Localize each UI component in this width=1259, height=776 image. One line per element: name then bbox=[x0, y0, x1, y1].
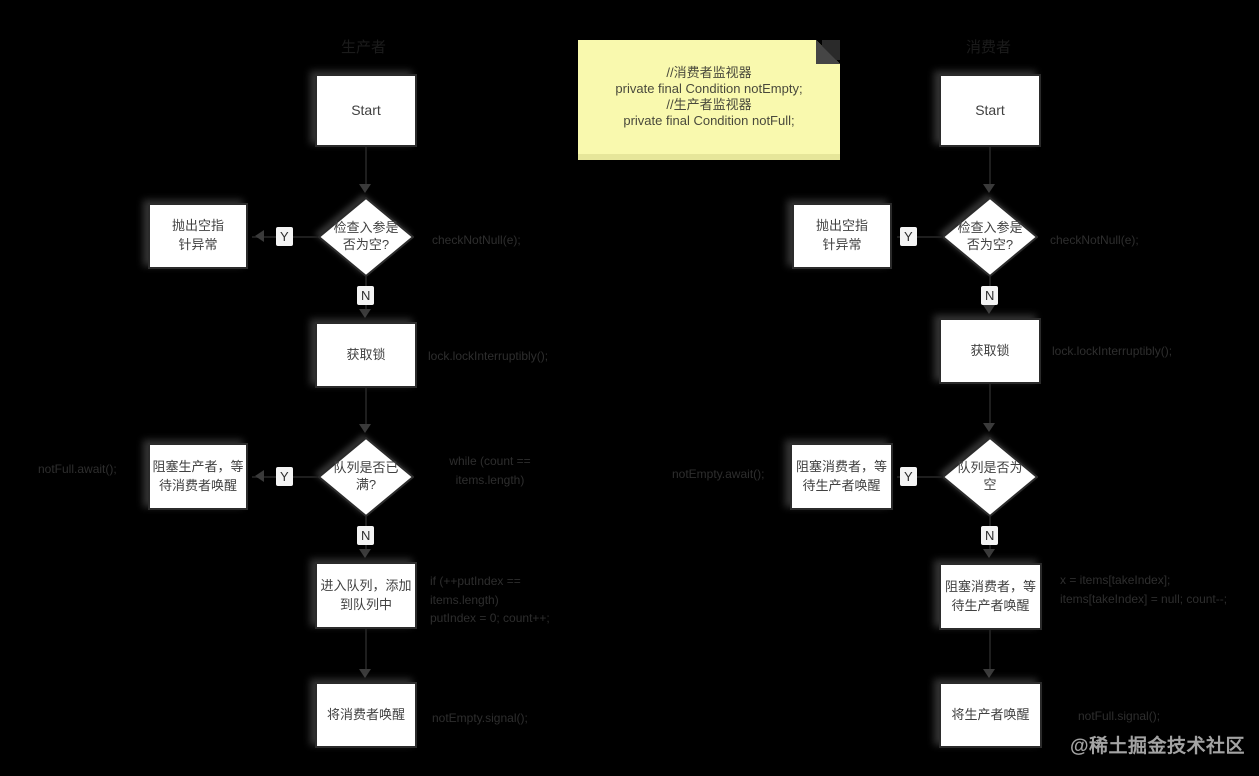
arrowhead-down-icon bbox=[359, 424, 371, 439]
consumer-flow-title: 消费者 bbox=[966, 39, 1012, 56]
connector-line bbox=[897, 236, 943, 238]
consumer-block-wait-node: 阻塞消费者，等待生产者唤醒 bbox=[790, 443, 893, 510]
annotation-queue-full: while (count == items.length) bbox=[449, 454, 531, 487]
annotation-check-param: checkNotNull(e); bbox=[1050, 233, 1139, 247]
decision-diamond-shape bbox=[318, 437, 414, 517]
edge-label-yes: Y bbox=[900, 467, 917, 486]
producer-block-wait-node: 阻塞生产者，等待消费者唤醒 bbox=[148, 443, 248, 510]
edge-label-no: N bbox=[357, 286, 375, 305]
consumer-throw-npe-node: 抛出空指针异常 bbox=[792, 203, 892, 269]
consumer-wake-producer-node: 将生产者唤醒 bbox=[939, 682, 1042, 748]
annotation-acquire-lock: lock.lockInterruptibly(); bbox=[428, 349, 549, 363]
edge-label-no: N bbox=[981, 286, 999, 305]
annotation-await: notFull.await(); bbox=[38, 462, 117, 476]
arrowhead-down-icon bbox=[983, 305, 995, 320]
watermark: @稀土掘金技术社区 bbox=[1070, 736, 1246, 757]
arrowhead-down-icon bbox=[983, 184, 995, 199]
edge-label-no: N bbox=[357, 526, 375, 545]
annotation-await: notEmpty.await(); bbox=[672, 467, 765, 481]
connector-line bbox=[989, 384, 991, 429]
edge-label-no: N bbox=[981, 526, 999, 545]
connector-line bbox=[989, 147, 991, 189]
connector-line bbox=[365, 147, 367, 189]
edge-label-yes: Y bbox=[900, 227, 917, 246]
edge-label-yes: Y bbox=[276, 467, 293, 486]
decision-diamond-shape bbox=[318, 197, 414, 277]
producer-acquire-lock-node: 获取锁 bbox=[315, 322, 417, 388]
consumer-wait-node: 阻塞消费者，等待生产者唤醒 bbox=[939, 563, 1042, 630]
arrowhead-down-icon bbox=[359, 549, 371, 564]
producer-start-node: Start bbox=[315, 74, 417, 147]
decision-diamond-shape bbox=[942, 197, 1038, 277]
arrowhead-down-icon bbox=[359, 184, 371, 199]
edge-label-yes: Y bbox=[276, 227, 293, 246]
annotation-signal: notEmpty.signal(); bbox=[432, 711, 528, 725]
producer-check-param-decision: 检查入参是否为空? bbox=[333, 220, 399, 252]
connector-line bbox=[365, 629, 367, 675]
annotation-dequeue: x = items[takeIndex]; items[takeIndex] =… bbox=[1060, 573, 1228, 606]
annotation-check-param: checkNotNull(e); bbox=[432, 233, 521, 247]
producer-queue-full-decision: 队列是否已满? bbox=[333, 460, 399, 492]
arrowhead-down-icon bbox=[983, 669, 995, 684]
consumer-queue-empty-decision: 队列是否为空 bbox=[957, 460, 1023, 492]
annotation-acquire-lock: lock.lockInterruptibly(); bbox=[1052, 344, 1173, 358]
producer-throw-npe-node: 抛出空指针异常 bbox=[148, 203, 248, 269]
decision-diamond-shape bbox=[942, 437, 1038, 517]
arrowhead-down-icon bbox=[983, 549, 995, 564]
arrowhead-down-icon bbox=[359, 669, 371, 684]
consumer-acquire-lock-node: 获取锁 bbox=[939, 318, 1041, 384]
producer-enqueue-node: 进入队列，添加到队列中 bbox=[315, 562, 417, 629]
consumer-start-node: Start bbox=[939, 74, 1041, 147]
producer-flow-title: 生产者 bbox=[341, 39, 387, 56]
arrowhead-left-icon bbox=[249, 470, 264, 482]
connector-line bbox=[989, 630, 991, 675]
arrowhead-left-icon bbox=[249, 230, 264, 242]
consumer-check-param-decision: 检查入参是否为空? bbox=[957, 220, 1023, 252]
annotation-enqueue: if (++putIndex == items.length) putIndex… bbox=[430, 574, 550, 626]
connector-line bbox=[897, 476, 943, 478]
sticky-note: //消费者监视器 private final Condition notEmpt… bbox=[578, 40, 840, 160]
connector-line bbox=[365, 388, 367, 430]
producer-wake-consumer-node: 将消费者唤醒 bbox=[315, 682, 417, 748]
sticky-note-text: //消费者监视器 private final Condition notEmpt… bbox=[615, 65, 803, 128]
arrowhead-down-icon bbox=[983, 423, 995, 438]
arrowhead-down-icon bbox=[359, 309, 371, 324]
annotation-signal: notFull.signal(); bbox=[1078, 709, 1161, 723]
